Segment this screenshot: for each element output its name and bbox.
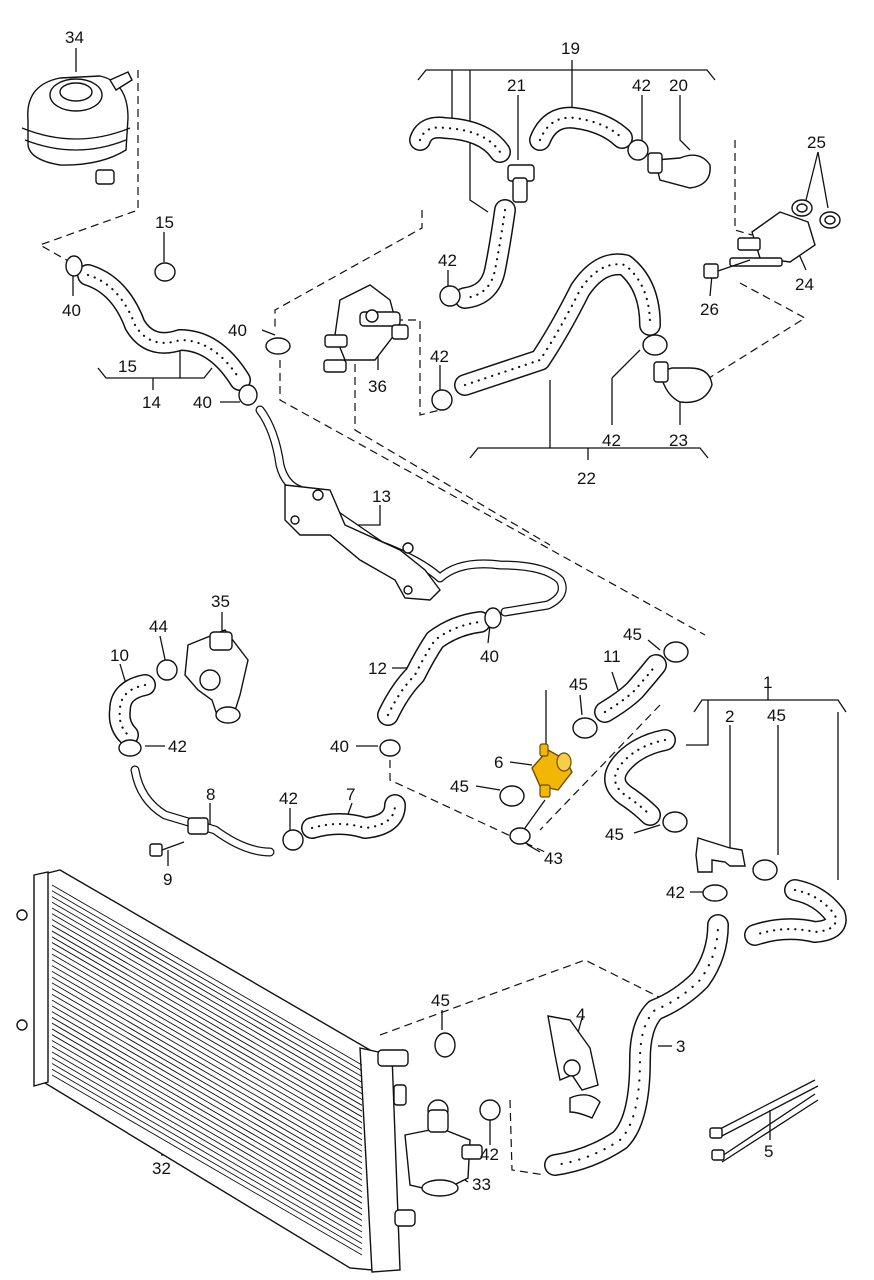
radiator-fin-line	[51, 999, 363, 1181]
label-part-42-a: 42	[632, 76, 651, 95]
radiator-fin-line	[51, 890, 363, 1072]
radiator-fin-line	[51, 1045, 363, 1227]
label-part-3: 3	[676, 1037, 685, 1056]
radiator-fin-line	[51, 1022, 363, 1204]
highlighted-connector-6[interactable]	[531, 743, 573, 798]
radiator-fin-line	[51, 970, 363, 1152]
label-part-45-f: 45	[431, 991, 450, 1010]
label-part-40-e: 40	[330, 737, 349, 756]
label-part-23: 23	[669, 431, 688, 450]
radiator-fin-line	[51, 1034, 363, 1216]
radiator-fin-line	[51, 896, 363, 1077]
connectors	[149, 152, 841, 1197]
coolant-hoses	[77, 106, 847, 1176]
label-part-5: 5	[764, 1142, 773, 1161]
radiator-fin-line	[51, 919, 363, 1100]
label-part-42-e: 42	[168, 737, 187, 756]
label-part-34: 34	[65, 28, 84, 47]
label-part-42-b: 42	[438, 251, 457, 270]
label-part-11: 11	[603, 647, 621, 666]
label-part-7: 7	[346, 785, 355, 804]
label-part-13: 13	[372, 487, 391, 506]
label-part-25: 25	[807, 133, 826, 152]
part-number-labels: 1 2 3 4 5 6 7 8 9 10 11 12 13 14 15 15 1…	[62, 28, 826, 1194]
radiator-fins	[51, 884, 363, 1256]
label-part-40-a: 40	[62, 301, 81, 320]
label-part-8: 8	[206, 785, 215, 804]
connector-6-upper-spigot[interactable]	[539, 743, 549, 757]
radiator-fin-line	[51, 1063, 363, 1244]
radiator-fin-line	[51, 988, 363, 1170]
label-part-20: 20	[669, 76, 688, 95]
radiator-fin-line	[51, 942, 363, 1123]
label-part-14: 14	[142, 393, 161, 412]
label-part-15-mid: 15	[118, 357, 137, 376]
label-part-26: 26	[700, 300, 719, 319]
radiator-fin-line	[51, 1011, 363, 1193]
expansion-tank	[21, 71, 133, 185]
radiator-fin-line	[51, 947, 363, 1129]
label-part-40-c: 40	[193, 393, 212, 412]
radiator-fin-line	[51, 982, 363, 1164]
radiator-fin-line	[51, 1017, 363, 1198]
label-part-19: 19	[561, 39, 580, 58]
radiator	[16, 869, 416, 1273]
label-part-45-c: 45	[450, 777, 469, 796]
radiator-fin-line	[51, 1051, 363, 1233]
label-part-35: 35	[211, 592, 230, 611]
radiator-fin-line	[51, 1028, 363, 1210]
label-part-45-d: 45	[767, 706, 786, 725]
label-part-40-b: 40	[228, 321, 247, 340]
label-part-1: 1	[763, 673, 772, 692]
radiator-fin-line	[51, 901, 363, 1083]
label-part-42-d: 42	[602, 431, 621, 450]
label-part-43: 43	[544, 849, 563, 868]
label-part-42-f: 42	[279, 789, 298, 808]
label-part-15-top: 15	[155, 213, 174, 232]
radiator-fin-line	[51, 936, 363, 1118]
dashed-reference-lines	[38, 70, 807, 1176]
label-part-42-c: 42	[430, 347, 449, 366]
label-part-45-e: 45	[605, 825, 624, 844]
hose-clamps	[65, 139, 778, 1121]
label-part-40-d: 40	[480, 647, 499, 666]
radiator-fin-line	[51, 913, 363, 1095]
radiator-fin-line	[51, 1074, 363, 1256]
radiator-fin-line	[51, 884, 363, 1066]
radiator-fin-line	[51, 965, 363, 1146]
radiator-fin-line	[51, 930, 363, 1112]
label-part-22: 22	[577, 469, 596, 488]
radiator-fin-line	[51, 1005, 363, 1187]
label-part-10: 10	[110, 646, 129, 665]
label-part-9: 9	[163, 870, 172, 889]
radiator-fin-line	[51, 907, 363, 1089]
radiator-fin-line	[51, 1040, 363, 1221]
label-part-42-h: 42	[480, 1145, 499, 1164]
label-part-36: 36	[368, 377, 387, 396]
radiator-fin-line	[51, 976, 363, 1158]
label-part-45-a: 45	[623, 625, 642, 644]
label-part-24: 24	[795, 275, 814, 294]
connector-6-lower-spigot[interactable]	[539, 784, 551, 798]
radiator-fin-line	[51, 924, 363, 1106]
radiator-fin-line	[51, 1068, 363, 1250]
label-part-33: 33	[472, 1175, 491, 1194]
label-part-45-b: 45	[569, 675, 588, 694]
label-part-21: 21	[507, 76, 526, 95]
label-part-2: 2	[725, 707, 734, 726]
connector-6-outlet[interactable]	[556, 752, 572, 772]
label-part-44: 44	[149, 617, 168, 636]
label-part-42-g: 42	[666, 883, 685, 902]
label-part-32: 32	[152, 1159, 171, 1178]
radiator-fin-line	[51, 959, 363, 1141]
radiator-fin-line	[51, 994, 363, 1175]
pipe-bracket	[284, 484, 441, 601]
label-part-12: 12	[368, 659, 387, 678]
label-part-6: 6	[494, 753, 503, 772]
radiator-fin-line	[51, 953, 363, 1135]
radiator-fin-line	[51, 1057, 363, 1239]
label-part-4: 4	[576, 1005, 585, 1024]
